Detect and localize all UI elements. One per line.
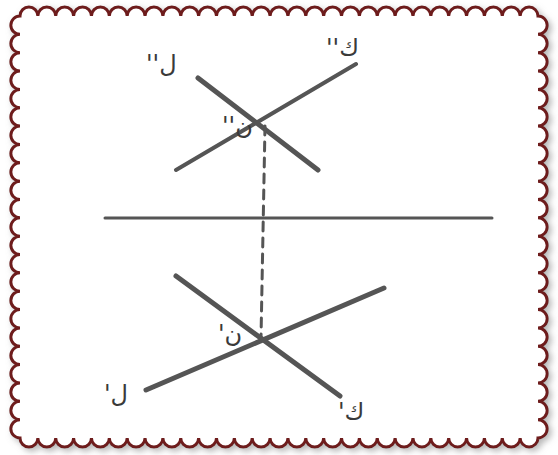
stamp-frame (11, 7, 547, 447)
line-label: ك'' (326, 36, 359, 60)
point-label: ن' (218, 322, 242, 346)
projection-line (261, 126, 265, 338)
line-label: ل' (104, 382, 128, 406)
line-label: ل'' (146, 52, 177, 76)
line-k-top (176, 64, 356, 170)
ground-line (105, 217, 492, 220)
line-k-bottom (176, 276, 340, 396)
line-label: ك' (338, 400, 364, 424)
point-label: ن'' (222, 114, 253, 138)
